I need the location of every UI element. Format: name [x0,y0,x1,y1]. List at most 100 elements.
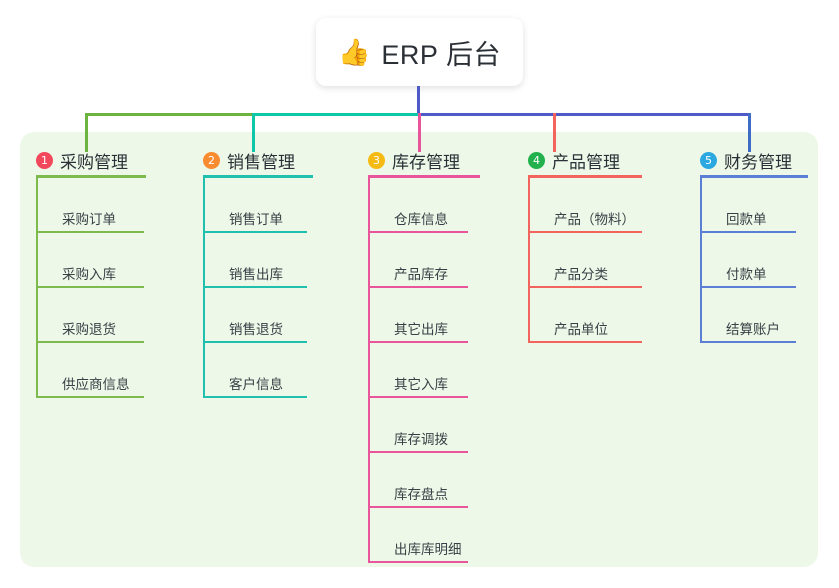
leaf-item-label: 销售订单 [229,212,283,227]
leaf-item[interactable]: 产品（物料） [528,178,642,233]
leaf-item[interactable]: 出库库明细 [368,508,468,563]
branch-underline [700,175,808,178]
leaf-underline [700,286,796,288]
leaf-underline [368,451,468,453]
leaf-underline [203,341,307,343]
branch-label: 库存管理 [392,152,460,172]
branch-spine [700,178,702,343]
branch-number-badge: 5 [700,151,717,169]
branch-label: 产品管理 [552,152,620,172]
thumbs-up-icon: 👍 [338,37,371,67]
leaf-item[interactable]: 销售订单 [203,178,307,233]
branch-drop-5 [748,113,751,152]
branch-underline [36,175,146,178]
leaf-item-label: 仓库信息 [394,212,448,227]
leaf-underline [203,231,307,233]
leaf-item-label: 库存盘点 [394,487,448,502]
branch-column-5: 5 财务管理回款单付款单结算账户 [700,142,808,343]
branch-number-badge: 3 [368,151,385,169]
branch-spine [203,178,205,398]
leaf-item[interactable]: 产品分类 [528,233,642,288]
leaf-item-label: 产品（物料） [554,212,635,227]
leaf-item-label: 产品分类 [554,267,608,282]
branch-header-4[interactable]: 4 产品管理 [528,142,642,178]
branch-items-5: 回款单付款单结算账户 [700,178,808,343]
leaf-underline [700,231,796,233]
branch-items-4: 产品（物料） 产品分类产品单位 [528,178,642,343]
leaf-underline [36,396,144,398]
branch-spine [36,178,38,398]
leaf-underline [368,396,468,398]
leaf-item[interactable]: 产品库存 [368,233,468,288]
branch-label: 销售管理 [227,152,295,172]
branch-drop-3 [418,113,421,152]
leaf-item-label: 结算账户 [726,322,780,337]
leaf-item[interactable]: 库存盘点 [368,453,468,508]
leaf-item-label: 供应商信息 [62,377,130,392]
leaf-underline [203,396,307,398]
branch-header-3[interactable]: 3 库存管理 [368,142,480,178]
leaf-item[interactable]: 付款单 [700,233,796,288]
leaf-item-label: 回款单 [726,212,767,227]
bus-segment-blue [418,113,751,116]
leaf-item[interactable]: 供应商信息 [36,343,144,398]
branch-underline [528,175,642,178]
leaf-underline [368,341,468,343]
diagram-background-panel [20,132,818,567]
leaf-underline [368,231,468,233]
leaf-item[interactable]: 仓库信息 [368,178,468,233]
leaf-item-label: 其它出库 [394,322,448,337]
bus-segment-teal [252,113,418,116]
leaf-item[interactable]: 客户信息 [203,343,307,398]
branch-number-badge: 4 [528,151,545,169]
branch-items-2: 销售订单销售出库销售退货客户信息 [203,178,313,398]
leaf-underline [36,286,144,288]
root-node-label: ERP 后台 [381,39,501,70]
branch-column-2: 2 销售管理销售订单销售出库销售退货客户信息 [203,142,313,398]
leaf-item[interactable]: 其它入库 [368,343,468,398]
leaf-underline [700,341,796,343]
branch-drop-2 [252,113,255,152]
leaf-underline [203,286,307,288]
root-node[interactable]: 👍 ERP 后台 [316,18,523,86]
leaf-item[interactable]: 销售出库 [203,233,307,288]
leaf-underline [528,286,642,288]
branch-column-3: 3 库存管理仓库信息产品库存其它出库其它入库库存调拨库存盘点出库库明细 [368,142,480,563]
leaf-item-label: 产品库存 [394,267,448,282]
leaf-item[interactable]: 采购订单 [36,178,144,233]
branch-header-5[interactable]: 5 财务管理 [700,142,808,178]
leaf-item-label: 采购订单 [62,212,116,227]
leaf-item[interactable]: 结算账户 [700,288,796,343]
leaf-item[interactable]: 其它出库 [368,288,468,343]
leaf-item-label: 出库库明细 [394,542,462,557]
leaf-item-label: 库存调拨 [394,432,448,447]
leaf-item[interactable]: 采购退货 [36,288,144,343]
leaf-underline [36,341,144,343]
branch-number-badge: 2 [203,151,220,169]
leaf-item[interactable]: 采购入库 [36,233,144,288]
leaf-item-label: 采购退货 [62,322,116,337]
leaf-underline [528,231,642,233]
branch-items-1: 采购订单采购入库采购退货供应商信息 [36,178,146,398]
bus-segment-green [85,113,252,116]
branch-label: 采购管理 [60,152,128,172]
leaf-item[interactable]: 回款单 [700,178,796,233]
leaf-item-label: 产品单位 [554,322,608,337]
branch-spine [528,178,530,343]
branch-label: 财务管理 [724,152,792,172]
branch-items-3: 仓库信息产品库存其它出库其它入库库存调拨库存盘点出库库明细 [368,178,480,563]
leaf-item-label: 销售出库 [229,267,283,282]
leaf-underline [528,341,642,343]
branch-column-4: 4 产品管理产品（物料） 产品分类产品单位 [528,142,642,343]
branch-drop-1 [85,113,88,152]
branch-underline [368,175,480,178]
branch-header-2[interactable]: 2 销售管理 [203,142,313,178]
leaf-item[interactable]: 库存调拨 [368,398,468,453]
branch-underline [203,175,313,178]
leaf-item[interactable]: 产品单位 [528,288,642,343]
leaf-underline [36,231,144,233]
leaf-item[interactable]: 销售退货 [203,288,307,343]
